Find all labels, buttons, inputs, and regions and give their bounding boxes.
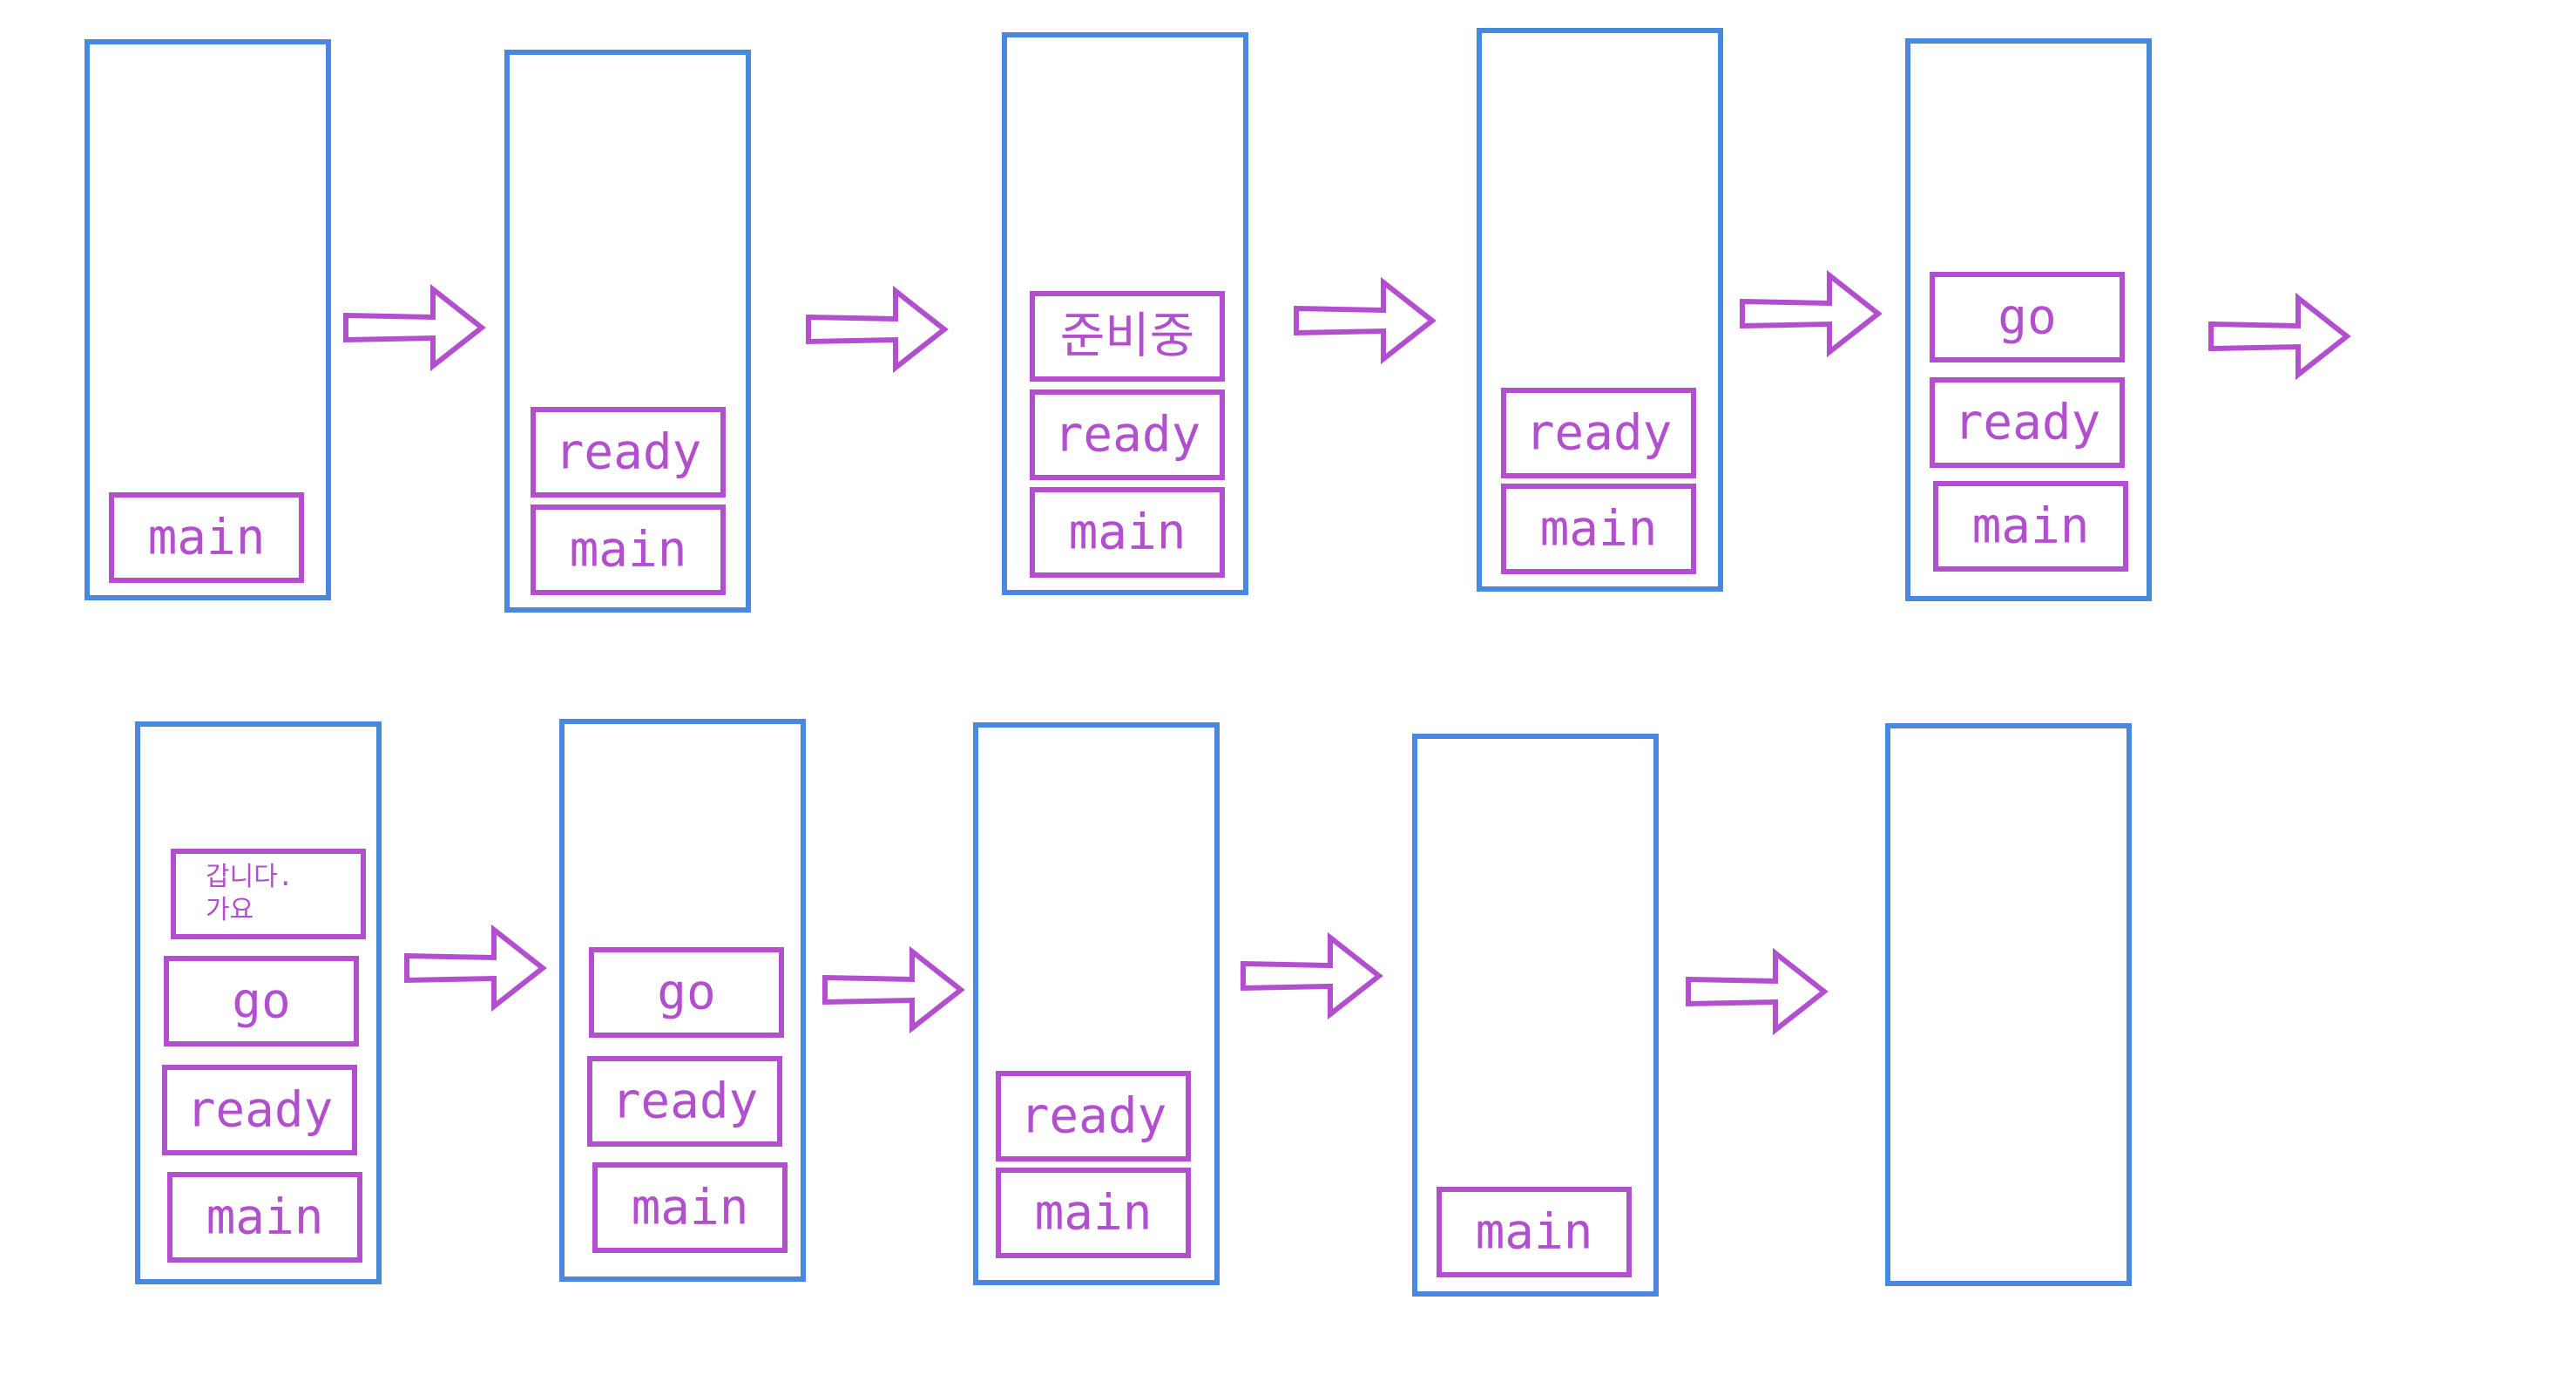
stack-frame-label: main	[1972, 498, 2090, 555]
stack-frame-main: main	[1501, 484, 1696, 574]
stack-frame-label: ready	[612, 1073, 759, 1130]
stack-container	[559, 719, 806, 1282]
stack-container	[1477, 28, 1723, 592]
stack-container	[973, 722, 1220, 1285]
stack-snapshot-6: 갑니다.가요 go ready main	[135, 721, 382, 1284]
stack-frame-label: main	[206, 1189, 324, 1246]
stack-frame-label: go	[1998, 289, 2056, 346]
stack-frame-main: main	[531, 505, 726, 595]
right-arrow-icon	[1740, 269, 1883, 358]
stack-frame-going: 갑니다.가요	[171, 849, 366, 939]
stack-snapshot-9: main	[1412, 734, 1659, 1297]
stack-frame-label: go	[232, 973, 290, 1030]
stack-frame-main: main	[167, 1172, 362, 1263]
stack-frame-ready: ready	[162, 1065, 357, 1155]
right-arrow-icon	[1686, 947, 1829, 1036]
stack-container	[1885, 723, 2132, 1286]
right-arrow-icon	[343, 283, 486, 372]
stack-frame-ready: ready	[587, 1056, 782, 1147]
stack-frame-go: go	[589, 947, 784, 1038]
stack-frame-main: main	[996, 1168, 1191, 1258]
stack-snapshot-5: go ready main	[1905, 38, 2152, 601]
stack-frame-label: ready	[1525, 405, 1673, 462]
stack-frame-label: 갑니다.가요	[206, 862, 294, 925]
stack-frame-label: 준비중	[1060, 308, 1195, 365]
stack-frame-label: main	[1035, 1185, 1153, 1242]
stack-frame-ready: ready	[1930, 377, 2125, 468]
stack-frame-go: go	[164, 956, 359, 1046]
stack-container	[135, 721, 382, 1284]
stack-container	[504, 50, 751, 613]
right-arrow-icon	[822, 945, 965, 1034]
stack-frame-preparing: 준비중	[1030, 291, 1225, 382]
right-arrow-icon	[806, 285, 949, 374]
stack-frame-ready: ready	[996, 1071, 1191, 1161]
stack-frame-main: main	[592, 1162, 788, 1253]
stack-frame-label: go	[657, 965, 715, 1021]
stack-frame-ready: ready	[1501, 388, 1696, 478]
stack-frame-label: ready	[1954, 395, 2101, 451]
stack-container	[85, 39, 331, 600]
stack-frame-main: main	[1933, 481, 2128, 572]
stack-snapshot-8: ready main	[973, 722, 1220, 1285]
stack-container	[1905, 38, 2152, 601]
stack-snapshot-4: ready main	[1477, 28, 1723, 592]
stack-snapshot-7: go ready main	[559, 719, 806, 1282]
stack-snapshot-2: ready main	[504, 50, 751, 613]
stack-frame-main: main	[1030, 487, 1225, 578]
right-arrow-icon	[1241, 931, 1383, 1020]
stack-frame-label: main	[1476, 1204, 1593, 1261]
right-arrow-icon	[1294, 276, 1437, 365]
stack-frame-ready: ready	[1030, 389, 1225, 480]
stack-frame-go: go	[1930, 272, 2125, 362]
stack-snapshot-10	[1885, 723, 2132, 1286]
stack-snapshot-3: 준비중 ready main	[1002, 32, 1248, 595]
right-arrow-icon	[2208, 292, 2351, 381]
stack-frame-ready: ready	[531, 407, 726, 498]
stack-frame-label: main	[1540, 501, 1658, 558]
stack-container	[1002, 32, 1248, 595]
stack-frame-label: ready	[1020, 1088, 1167, 1145]
stack-frame-label: ready	[186, 1082, 334, 1139]
stack-frame-label: ready	[555, 424, 702, 481]
stack-frame-label: main	[632, 1180, 749, 1236]
stack-frame-label: ready	[1054, 407, 1201, 464]
stack-frame-label: main	[1069, 505, 1187, 561]
stack-frame-label: main	[148, 510, 266, 566]
stack-frame-main: main	[1437, 1187, 1632, 1277]
stack-frame-main: main	[109, 492, 304, 583]
stack-snapshot-1: main	[85, 39, 331, 600]
right-arrow-icon	[404, 924, 547, 1012]
stack-frame-label: main	[570, 522, 687, 579]
stack-container	[1412, 734, 1659, 1297]
